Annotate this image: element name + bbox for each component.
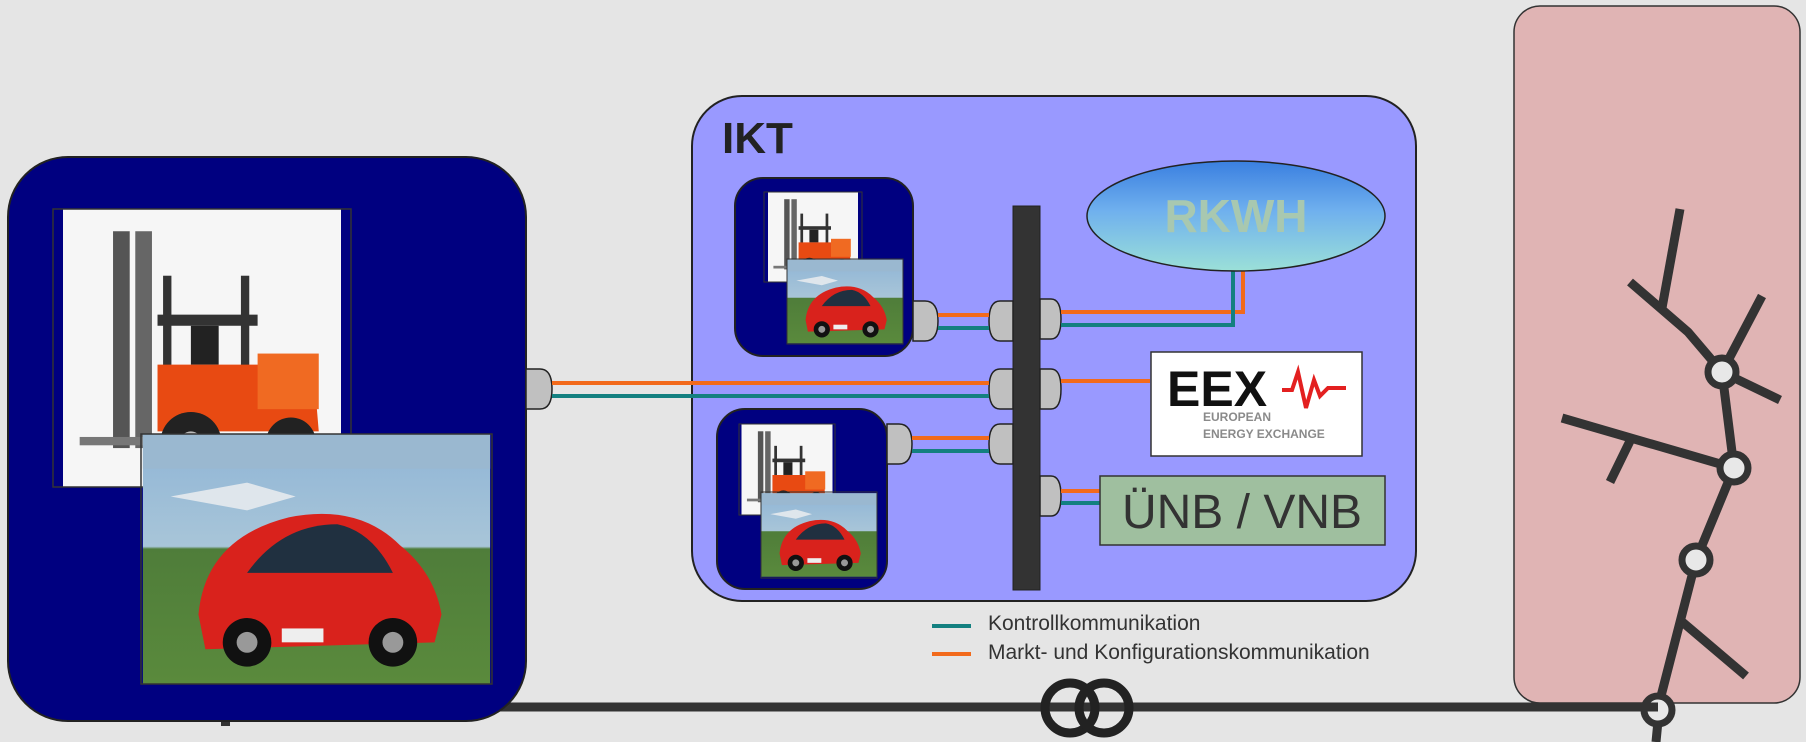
eex-logo-text: EEX <box>1167 361 1267 417</box>
bus-port-right-3 <box>1039 475 1062 517</box>
legend-label-market: Markt- und Konfigurationskommunikation <box>988 641 1370 664</box>
car-photo-small-1 <box>787 260 903 344</box>
ikt-title: IKT <box>722 114 793 163</box>
transformer-icon <box>1040 678 1134 738</box>
car-photo-small-2 <box>761 493 877 577</box>
eex-pulse-icon <box>1282 364 1346 409</box>
uenb-vnb-label: ÜNB / VNB <box>1122 486 1362 539</box>
eex-line1: EUROPEAN <box>1203 410 1271 424</box>
car-frame-1 <box>786 258 904 345</box>
bus-port-left-2 <box>988 368 1014 410</box>
vehicle-connector <box>525 368 553 410</box>
sub-fleet-connector-2 <box>886 423 913 465</box>
bus-port-right-2 <box>1039 368 1062 410</box>
sub-fleet-connector-1 <box>912 300 939 342</box>
bus-port-right-1 <box>1039 298 1062 340</box>
power-grid-icon <box>1560 208 1782 742</box>
legend: Kontrollkommunikation Markt- und Konfigu… <box>932 612 1370 664</box>
rkwh-label: RKWH <box>1164 190 1307 242</box>
bus-port-left-3 <box>988 423 1014 465</box>
legend-label-control: Kontrollkommunikation <box>988 612 1200 635</box>
eex-logo <box>1150 351 1363 457</box>
uenb-vnb-box <box>1099 475 1386 546</box>
power-grid-box <box>1513 5 1801 704</box>
bus-port-left-1 <box>988 300 1014 342</box>
electric-car-photo-frame <box>140 433 493 685</box>
communication-bus <box>1012 205 1041 591</box>
communication-wires <box>552 270 1245 505</box>
rkwh-node <box>1086 160 1386 272</box>
eex-line2: ENERGY EXCHANGE <box>1203 427 1325 441</box>
car-frame-2 <box>760 491 878 579</box>
electric-car-photo <box>143 434 490 684</box>
